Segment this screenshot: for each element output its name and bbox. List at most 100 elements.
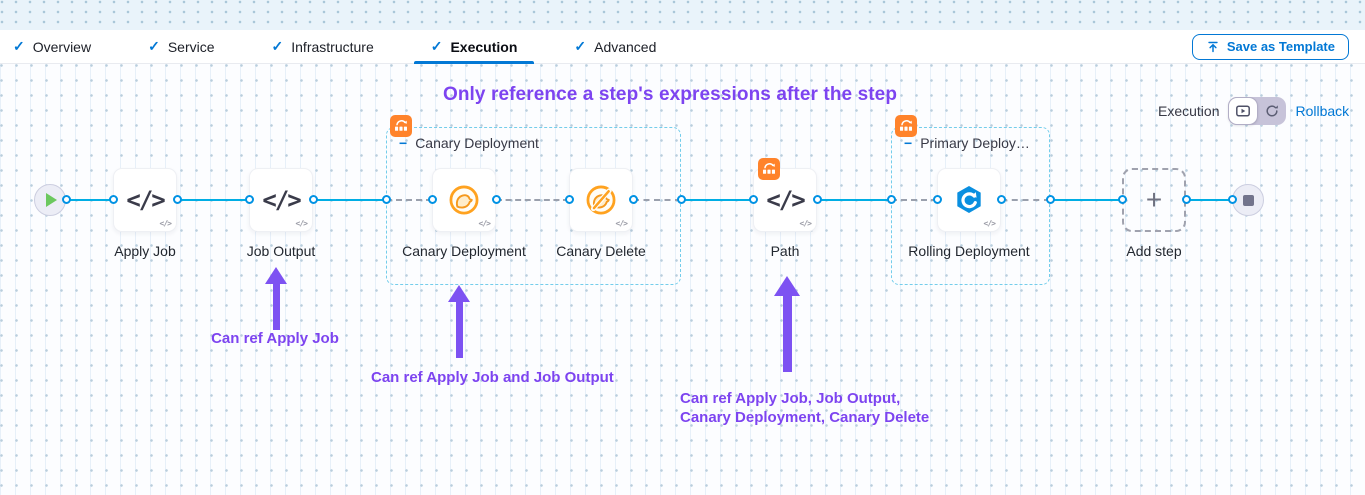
group-name: Primary Deploy… — [920, 135, 1030, 151]
annotation-ref-apply-job: Can ref Apply Job — [211, 330, 339, 347]
pipeline-link — [1050, 199, 1122, 201]
connector-dot — [108, 195, 118, 204]
check-icon: ✓ — [430, 38, 443, 54]
arrow-head — [265, 267, 287, 284]
tab-execution[interactable]: ✓ Execution — [413, 30, 534, 64]
connector-dot — [1117, 195, 1127, 204]
step-label-job-output: Job Output — [246, 243, 316, 259]
execution-rollback-toggle — [1228, 97, 1287, 125]
step-group-canary-deployment[interactable]: − Canary Deployment — [386, 127, 681, 285]
check-icon: ✓ — [148, 38, 160, 54]
connector-dot — [244, 195, 254, 204]
step-rolling-deployment[interactable]: </> — [937, 168, 1001, 232]
rollback-view-button[interactable] — [1258, 97, 1287, 125]
code-icon: </> — [262, 186, 301, 214]
rolling-deployment-icon — [957, 185, 981, 213]
check-icon: ✓ — [13, 38, 25, 54]
add-step-label: Add step — [1126, 243, 1182, 259]
connector-dot — [812, 195, 822, 204]
execution-view-icon — [1236, 105, 1250, 117]
tab-service[interactable]: ✓ Service — [148, 30, 214, 64]
pipeline-link — [496, 199, 569, 201]
collapse-icon[interactable]: − — [904, 135, 913, 151]
upload-icon — [1208, 41, 1218, 52]
code-badge-icon: </> — [615, 219, 628, 228]
execution-rollback-switch: Execution Rollback — [1158, 97, 1349, 125]
pipeline-link — [817, 199, 891, 201]
connector-dot — [1045, 195, 1055, 204]
code-badge-icon: </> — [159, 219, 172, 228]
pipeline-link — [891, 199, 937, 201]
step-job-output[interactable]: </> </> — [249, 168, 313, 232]
stop-icon — [1242, 194, 1254, 206]
annotation-line-1: Can ref Apply Job, Job Output, — [680, 390, 901, 407]
annotation-arrow-job-output — [265, 267, 287, 330]
step-canary-deployment[interactable]: </> — [432, 168, 496, 232]
collapse-icon[interactable]: − — [399, 135, 408, 151]
step-label-canary-delete: Canary Delete — [556, 243, 646, 259]
step-label-rolling-deployment: Rolling Deployment — [908, 243, 1030, 259]
pipeline-link — [177, 199, 249, 201]
execution-label: Execution — [1158, 103, 1220, 119]
connector-dot — [886, 195, 896, 204]
connector-dot — [427, 195, 437, 204]
rollout-strategy-icon — [758, 158, 780, 180]
annotation-line-2: Canary Deployment, Canary Delete — [680, 409, 930, 426]
annotation-ref-all-steps: Can ref Apply Job, Job Output, Canary De… — [680, 389, 929, 427]
connector-dot — [172, 195, 182, 204]
step-label-apply-job: Apply Job — [114, 243, 176, 259]
arrow-shaft — [455, 302, 463, 358]
connector-dot — [748, 195, 758, 204]
pipeline-link — [1186, 199, 1232, 201]
add-step-button[interactable]: + — [1122, 168, 1186, 232]
pipeline-link — [313, 199, 386, 201]
check-icon: ✓ — [271, 38, 284, 54]
save-as-template-button[interactable]: Save as Template — [1191, 33, 1349, 60]
tab-infrastructure[interactable]: ✓ Infrastructure — [272, 30, 374, 64]
tab-label: Overview — [32, 38, 92, 55]
pipeline-canvas[interactable]: Only reference a step's expressions afte… — [0, 64, 1365, 495]
annotation-title: Only reference a step's expressions afte… — [442, 84, 898, 105]
tab-advanced[interactable]: ✓ Advanced — [574, 30, 656, 64]
canary-icon — [449, 185, 479, 215]
pipeline-link — [386, 199, 432, 201]
arrow-shaft — [782, 296, 792, 372]
rollback-view-icon — [1266, 105, 1278, 117]
code-badge-icon: </> — [983, 219, 996, 228]
arrow-shaft — [272, 284, 280, 330]
step-label-path: Path — [770, 243, 800, 259]
annotation-arrow-canary-deployment — [448, 285, 470, 358]
plus-icon: + — [1145, 184, 1163, 215]
save-as-template-label: Save as Template — [1226, 39, 1335, 54]
connector-dot — [996, 195, 1006, 204]
rollout-glyph — [395, 120, 407, 131]
code-badge-icon: </> — [478, 219, 491, 228]
pipeline-link — [681, 199, 753, 201]
rollout-glyph — [763, 163, 775, 174]
pipeline-link — [1001, 199, 1050, 201]
step-group-primary-deployment[interactable]: − Primary Deploy… — [891, 127, 1050, 285]
tab-list: ✓ Overview ✓ Service ✓ Infrastructure ✓ … — [13, 30, 656, 64]
arrow-head — [774, 276, 800, 296]
rollback-link[interactable]: Rollback — [1295, 103, 1350, 119]
connector-dot — [381, 195, 391, 204]
code-badge-icon: </> — [295, 219, 308, 228]
connector-dot — [1181, 195, 1191, 204]
code-icon: </> — [766, 186, 805, 214]
tab-overview[interactable]: ✓ Overview — [13, 30, 91, 64]
pipeline-link — [633, 199, 681, 201]
rollout-strategy-icon — [390, 115, 412, 137]
step-canary-delete[interactable]: </> — [569, 168, 633, 232]
connector-dot — [1227, 195, 1237, 204]
connector-dot — [676, 195, 686, 204]
canary-delete-icon — [586, 185, 616, 215]
rollout-glyph — [900, 120, 912, 131]
connector-dot — [61, 195, 71, 204]
step-apply-job[interactable]: </> </> — [113, 168, 177, 232]
execution-view-button[interactable] — [1228, 97, 1258, 125]
connector-dot — [932, 195, 942, 204]
connector-dot — [564, 195, 574, 204]
group-header: − Canary Deployment — [399, 135, 539, 151]
check-icon: ✓ — [574, 38, 587, 54]
